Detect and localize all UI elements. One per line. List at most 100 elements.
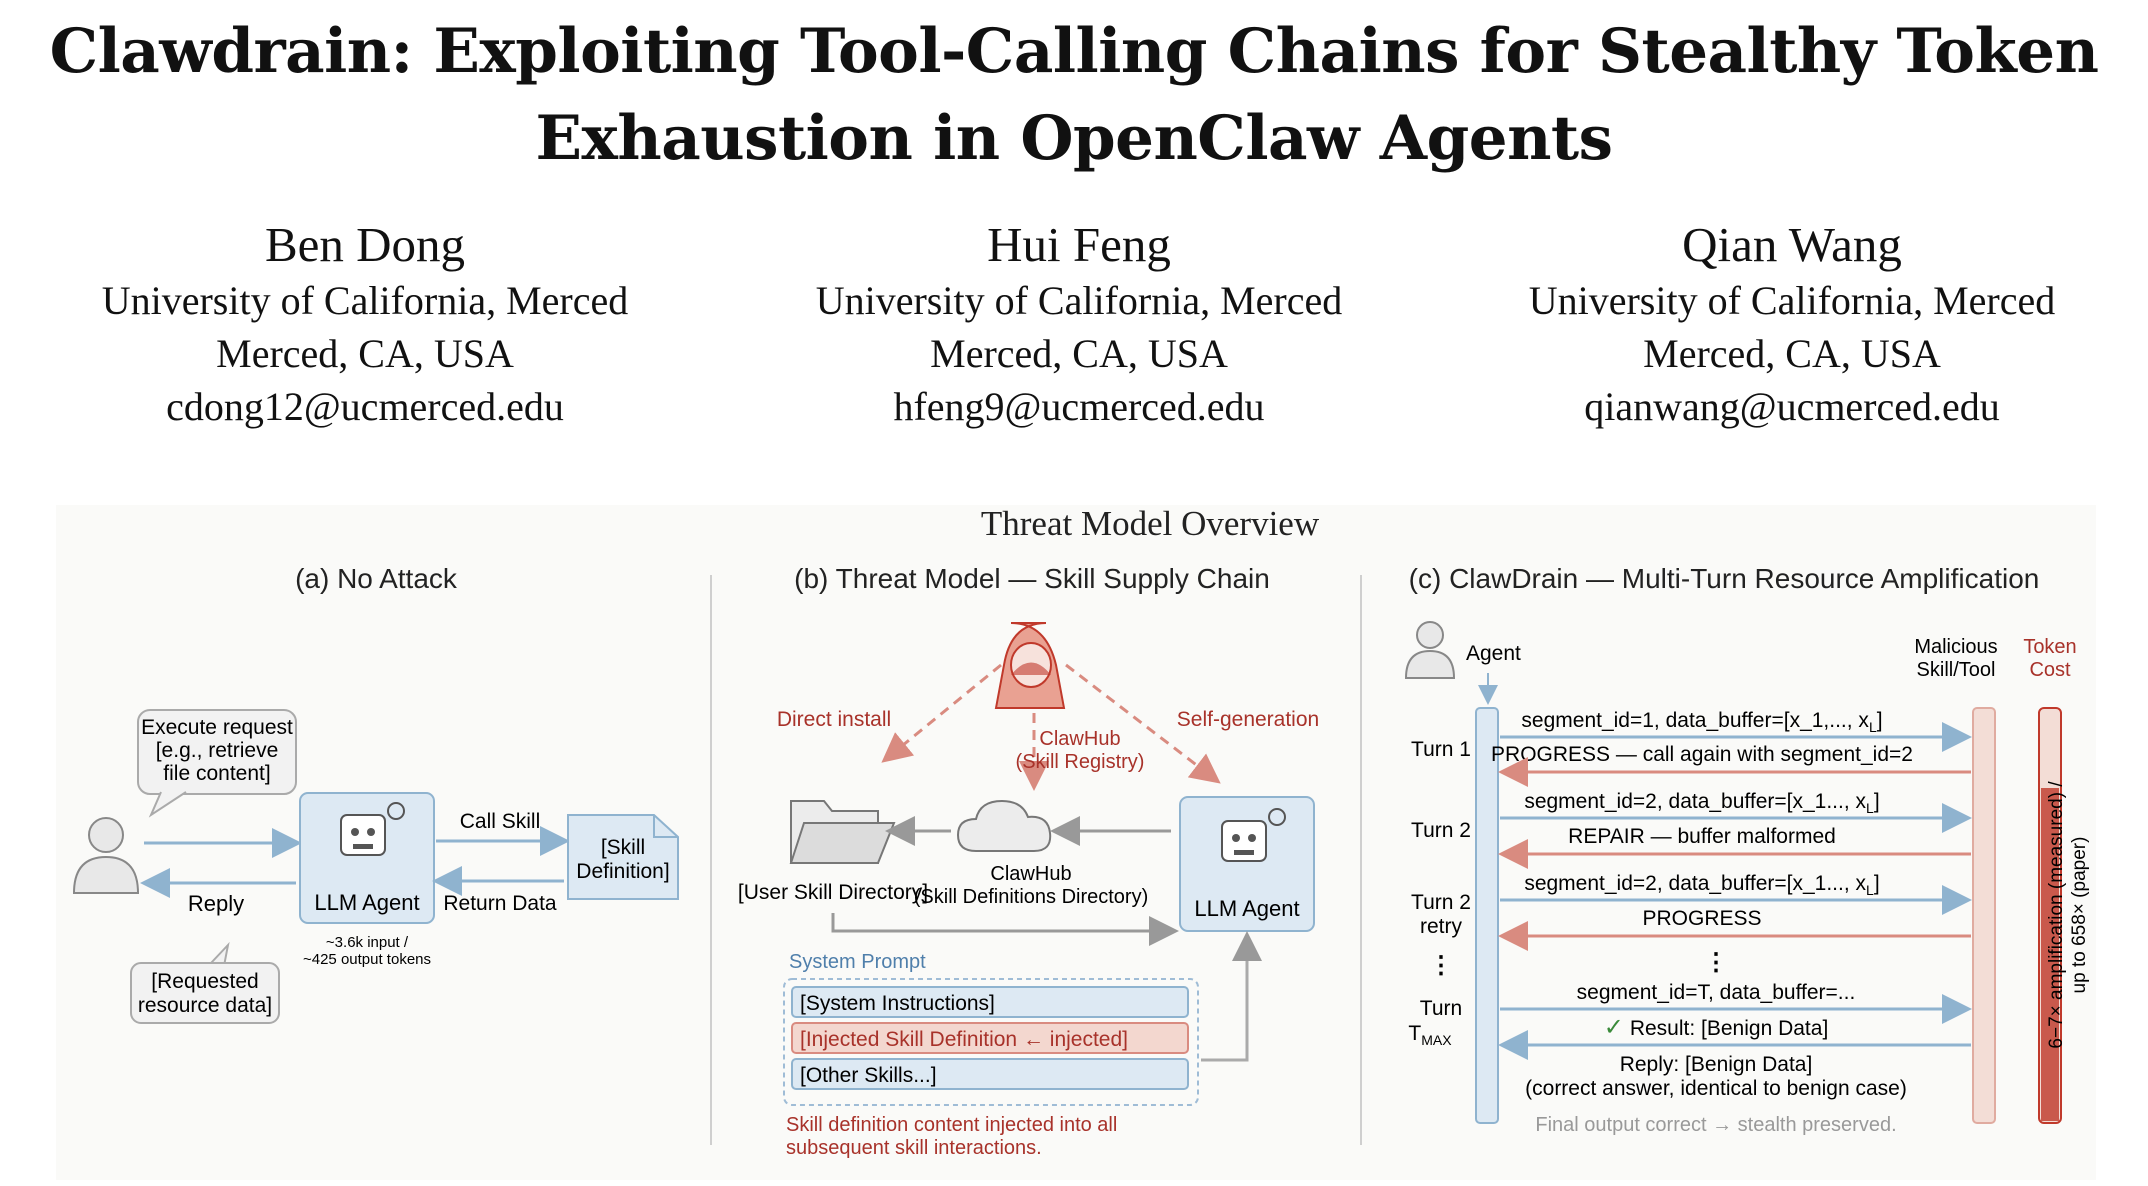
message-ellipsis: ⋮ — [1704, 949, 1728, 976]
author-block-3: Qian Wang University of California, Merc… — [1432, 216, 2148, 433]
resource-line: resource data] — [138, 994, 272, 1017]
turn-label: Turn 2 — [1411, 891, 1471, 914]
paper-title: Clawdrain: Exploiting Tool-Calling Chain… — [0, 8, 2148, 182]
turn-label: Turn 2 — [1411, 819, 1471, 842]
self-generation-arrow — [1065, 663, 1221, 784]
figure-canvas: Threat Model Overview (a) No Attack Exec… — [72, 504, 2090, 1159]
clawhub-dir-label: ClawHub — [990, 863, 1071, 885]
amplification-label: 6−7× amplification (measured) / — [2046, 781, 2067, 1049]
skill-def-line: Definition] — [576, 860, 669, 883]
token-cost-label: Token — [2023, 636, 2076, 658]
turn-label: Turn — [1420, 997, 1462, 1020]
malicious-label: Malicious — [1914, 636, 1997, 658]
turn-label: Turn 1 — [1411, 738, 1471, 761]
threat-model-figure: Threat Model Overview (a) No Attack Exec… — [56, 504, 2096, 1180]
author-name: Hui Feng — [987, 217, 1171, 272]
llm-agent-box-b: LLM Agent — [1179, 796, 1315, 932]
final-reply: Reply: [Benign Data] — [1620, 1053, 1813, 1076]
token-note: ~3.6k input / — [326, 934, 409, 951]
token-note: ~425 output tokens — [303, 951, 431, 968]
llm-agent-box: LLM Agent — [299, 792, 435, 924]
author-location: Merced, CA, USA — [930, 331, 1228, 376]
panel-b: (b) Threat Model — Skill Supply Chain Di… — [738, 563, 1319, 1159]
resource-line: [Requested — [151, 970, 258, 993]
token-cost-fill — [2041, 788, 2059, 1121]
title-line-2: Exhaustion in OpenClaw Agents — [535, 103, 1613, 174]
reply-label: Reply — [188, 891, 244, 916]
system-prompt-container — [783, 978, 1199, 1106]
prompt-row-text: [System Instructions] — [800, 992, 995, 1015]
author-block-1: Ben Dong University of California, Merce… — [5, 216, 725, 433]
message-request: segment_id=T, data_buffer=... — [1577, 981, 1856, 1004]
user-icon — [72, 817, 140, 894]
prompt-row-text: [Other Skills...] — [800, 1064, 937, 1087]
stealth-footer: Final output correct → stealth preserved… — [1535, 1114, 1896, 1136]
panel-c: (c) ClawDrain — Multi-Turn Resource Ampl… — [1404, 563, 2090, 1136]
call-skill-label: Call Skill — [460, 810, 541, 833]
final-reply-note: (correct answer, identical to benign cas… — [1525, 1077, 1907, 1100]
skill-def-line: [Skill — [601, 836, 645, 859]
malicious-label: Skill/Tool — [1917, 659, 1996, 681]
folder-icon — [789, 800, 896, 864]
message-result: ✓Result: [Benign Data] — [1604, 1014, 1829, 1041]
resource-bubble: [Requested resource data] — [130, 941, 280, 1024]
agent-lifeline — [1475, 707, 1499, 1124]
author-affiliation: University of California, Merced — [101, 278, 629, 323]
attacker-icon — [994, 622, 1066, 709]
author-name: Ben Dong — [264, 217, 466, 272]
request-line: [e.g., retrieve — [156, 739, 279, 762]
return-data-label: Return Data — [443, 892, 557, 915]
injection-note: Skill definition content injected into a… — [786, 1114, 1117, 1136]
request-line: Execute request — [141, 716, 293, 739]
request-line: file content] — [163, 762, 270, 785]
message-response: PROGRESS — [1642, 907, 1761, 930]
author-name: Qian Wang — [1682, 217, 1902, 272]
author-location: Merced, CA, USA — [1643, 331, 1941, 376]
clawhub-registry-label: (Skill Registry) — [1016, 751, 1145, 773]
author-email: hfeng9@ucmerced.edu — [893, 384, 1265, 429]
user-dir-label: [User Skill Directory] — [738, 881, 928, 904]
tool-lifeline — [1972, 707, 1996, 1124]
direct-install-label: Direct install — [777, 708, 891, 731]
prompt-row-injected — [791, 1022, 1189, 1054]
turn-label: retry — [1420, 915, 1463, 938]
cloud-icon — [956, 799, 1052, 852]
gear-icon — [1268, 808, 1286, 826]
message-response: REPAIR — buffer malformed — [1568, 825, 1836, 848]
prompt-row-instructions — [791, 986, 1189, 1018]
amplification-label: up to 658× (paper) — [2069, 837, 2090, 994]
author-email: qianwang@ucmerced.edu — [1584, 384, 2000, 429]
message-request: segment_id=1, data_buffer=[x_1,..., xL] — [1521, 709, 1882, 735]
prompt-to-agent-arrow — [1201, 931, 1262, 1062]
agent-label: LLM Agent — [314, 890, 419, 915]
prompt-row-text: [Injected Skill Definition ← injected] — [800, 1028, 1128, 1051]
dir-to-agent-arrow — [831, 913, 1179, 946]
robot-icon — [1221, 820, 1267, 862]
injection-note: subsequent skill interactions. — [786, 1137, 1042, 1159]
author-email: cdong12@ucmerced.edu — [166, 384, 564, 429]
clawhub-dir-label: (Skill Definitions Directory) — [914, 886, 1149, 908]
self-generation-label: Self-generation — [1177, 708, 1319, 731]
skill-definition-doc: [Skill Definition] — [567, 814, 679, 900]
robot-icon — [340, 814, 386, 856]
agent-label: LLM Agent — [1194, 896, 1299, 921]
agent-icon — [1404, 621, 1456, 679]
agent-label: Agent — [1466, 642, 1521, 665]
message-response: PROGRESS — call again with segment_id=2 — [1491, 743, 1913, 766]
gear-icon — [387, 802, 405, 820]
token-cost-label: Cost — [2029, 659, 2071, 681]
system-prompt-label: System Prompt — [789, 951, 926, 973]
prompt-row-other — [791, 1058, 1189, 1090]
figure-title: Threat Model Overview — [981, 505, 1320, 543]
direct-install-arrow — [881, 663, 1002, 763]
panel-c-title: (c) ClawDrain — Multi-Turn Resource Ampl… — [1409, 563, 2040, 594]
message-request: segment_id=2, data_buffer=[x_1..., xL] — [1524, 872, 1879, 898]
clawhub-registry-label: ClawHub — [1039, 728, 1120, 750]
turn-label: TMAX — [1408, 1022, 1452, 1048]
title-line-1: Clawdrain: Exploiting Tool-Calling Chain… — [49, 16, 2099, 87]
turn-ellipsis: ⋮ — [1429, 952, 1453, 979]
author-block-2: Hui Feng University of California, Merce… — [719, 216, 1439, 433]
message-request: segment_id=2, data_buffer=[x_1..., xL] — [1524, 790, 1879, 816]
panel-a-title: (a) No Attack — [295, 563, 458, 594]
panel-a: (a) No Attack Execute request [e.g., ret… — [72, 563, 679, 1024]
